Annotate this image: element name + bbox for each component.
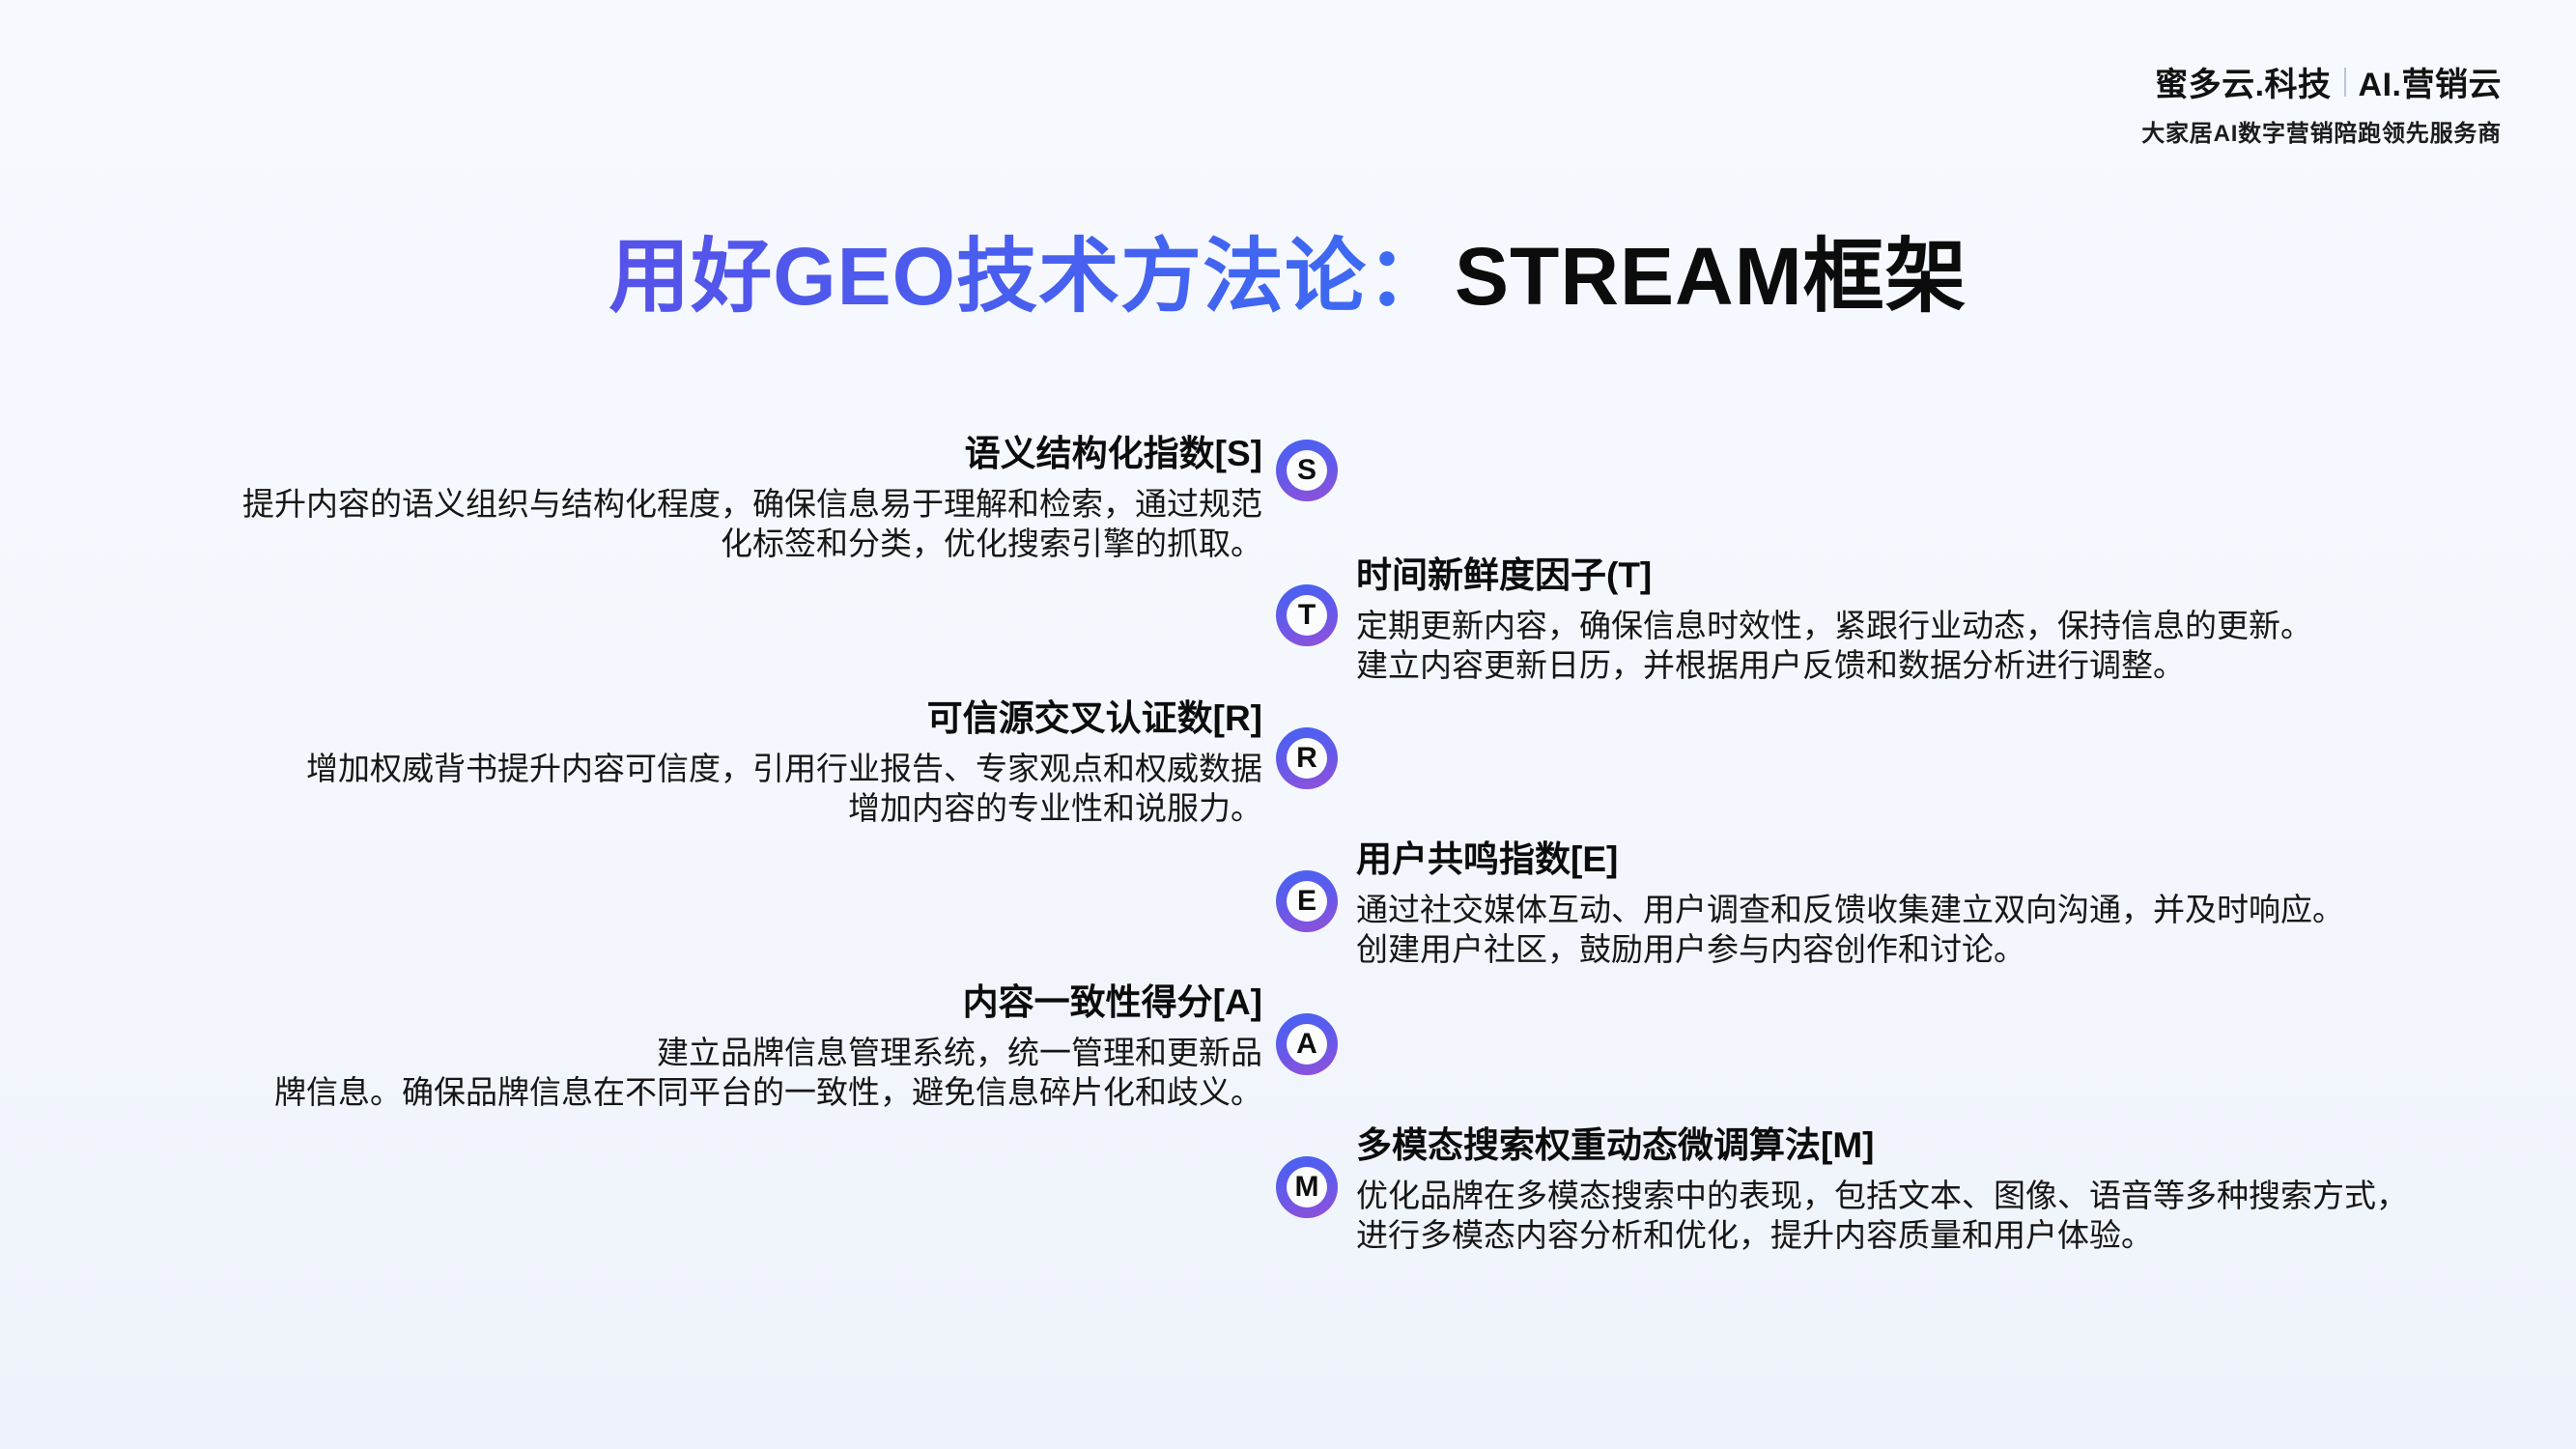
stream-badge-e-letter: E <box>1287 881 1327 922</box>
stream-item-a-line-1: 建立品牌信息管理系统，统一管理和更新品 <box>657 1035 1262 1071</box>
stream-badge-a-letter: A <box>1287 1024 1327 1065</box>
stream-item-s-line-1: 提升内容的语义组织与结构化程度，确保信息易于理解和检索，通过规范 <box>242 486 1262 523</box>
stream-badge-r-letter: R <box>1287 738 1327 779</box>
brand-tagline: 大家居AI数字营销陪跑领先服务商 <box>2141 121 2502 147</box>
stream-item-m-line-2: 进行多模态内容分析和优化，提升内容质量和用户体验。 <box>1356 1217 2153 1254</box>
stream-item-e-line-1: 通过社交媒体互动、用户调查和反馈收集建立双向沟通，并及时响应。 <box>1356 892 2344 928</box>
stream-item-m: 多模态搜索权重动态微调算法[M] 优化品牌在多模态搜索中的表现，包括文本、图像、… <box>1356 1124 2505 1255</box>
stream-item-e-line-2: 创建用户社区，鼓励用户参与内容创作和讨论。 <box>1356 931 2025 968</box>
stream-badge-e: E <box>1276 870 1338 932</box>
stream-badge-m: M <box>1276 1156 1338 1218</box>
stream-item-t-line-2: 建立内容更新日历，并根据用户反馈和数据分析进行调整。 <box>1356 647 2185 684</box>
stream-item-t-line-1: 定期更新内容，确保信息时效性，紧跟行业动态，保持信息的更新。 <box>1356 608 2312 644</box>
page-title-rest: STREAM框架 <box>1455 231 1967 322</box>
brand-divider <box>2343 67 2346 97</box>
stream-badge-r: R <box>1276 727 1338 789</box>
stream-item-r: 可信源交叉认证数[R] 增加权威背书提升内容可信度，引用行业报告、专家观点和权威… <box>142 697 1262 828</box>
stream-item-r-heading: 可信源交叉认证数[R] <box>926 698 1262 738</box>
brand-lockup: 蜜多云.科技 AI.营销云 大家居AI数字营销陪跑领先服务商 <box>2141 58 2502 148</box>
stream-item-a-heading: 内容一致性得分[A] <box>962 982 1262 1022</box>
page-title: 用好GEO技术方法论：STREAM框架 <box>0 228 2576 326</box>
stream-badge-t: T <box>1276 584 1338 646</box>
stream-item-t: 时间新鲜度因子(T] 定期更新内容，确保信息时效性，紧跟行业动态，保持信息的更新… <box>1356 554 2505 685</box>
stream-item-s-line-2: 化标签和分类，优化搜索引擎的抓取。 <box>721 526 1262 562</box>
stream-item-r-line-1: 增加权威背书提升内容可信度，引用行业报告、专家观点和权威数据 <box>306 751 1262 787</box>
stream-badge-s-letter: S <box>1287 450 1327 491</box>
brand-logo-row: 蜜多云.科技 AI.营销云 <box>2141 58 2502 105</box>
stream-item-s-heading: 语义结构化指数[S] <box>964 434 1262 473</box>
page-title-highlight: 用好GEO技术方法论： <box>609 231 1450 322</box>
stream-badge-s: S <box>1276 440 1338 501</box>
brand-primary-wordmark: 蜜多云.科技 <box>2155 67 2332 103</box>
stream-item-m-line-1: 优化品牌在多模态搜索中的表现，包括文本、图像、语音等多种搜索方式， <box>1356 1178 2408 1214</box>
stream-item-a-line-2: 牌信息。确保品牌信息在不同平台的一致性，避免信息碎片化和歧义。 <box>274 1074 1262 1111</box>
stream-item-e: 用户共鸣指数[E] 通过社交媒体互动、用户调查和反馈收集建立双向沟通，并及时响应… <box>1356 838 2505 969</box>
stream-item-m-heading: 多模态搜索权重动态微调算法[M] <box>1356 1125 1875 1165</box>
stream-badge-m-letter: M <box>1287 1167 1327 1208</box>
stream-badge-t-letter: T <box>1287 595 1327 636</box>
stream-item-s: 语义结构化指数[S] 提升内容的语义组织与结构化程度，确保信息易于理解和检索，通… <box>142 433 1262 563</box>
stream-badge-a: A <box>1276 1013 1338 1075</box>
stream-item-r-line-2: 增加内容的专业性和说服力。 <box>848 790 1262 827</box>
stream-item-t-heading: 时间新鲜度因子(T] <box>1356 555 1653 595</box>
brand-secondary-wordmark: AI.营销云 <box>2358 67 2502 103</box>
stream-item-a: 内容一致性得分[A] 建立品牌信息管理系统，统一管理和更新品 牌信息。确保品牌信… <box>142 981 1262 1112</box>
stream-item-e-heading: 用户共鸣指数[E] <box>1356 839 1619 879</box>
